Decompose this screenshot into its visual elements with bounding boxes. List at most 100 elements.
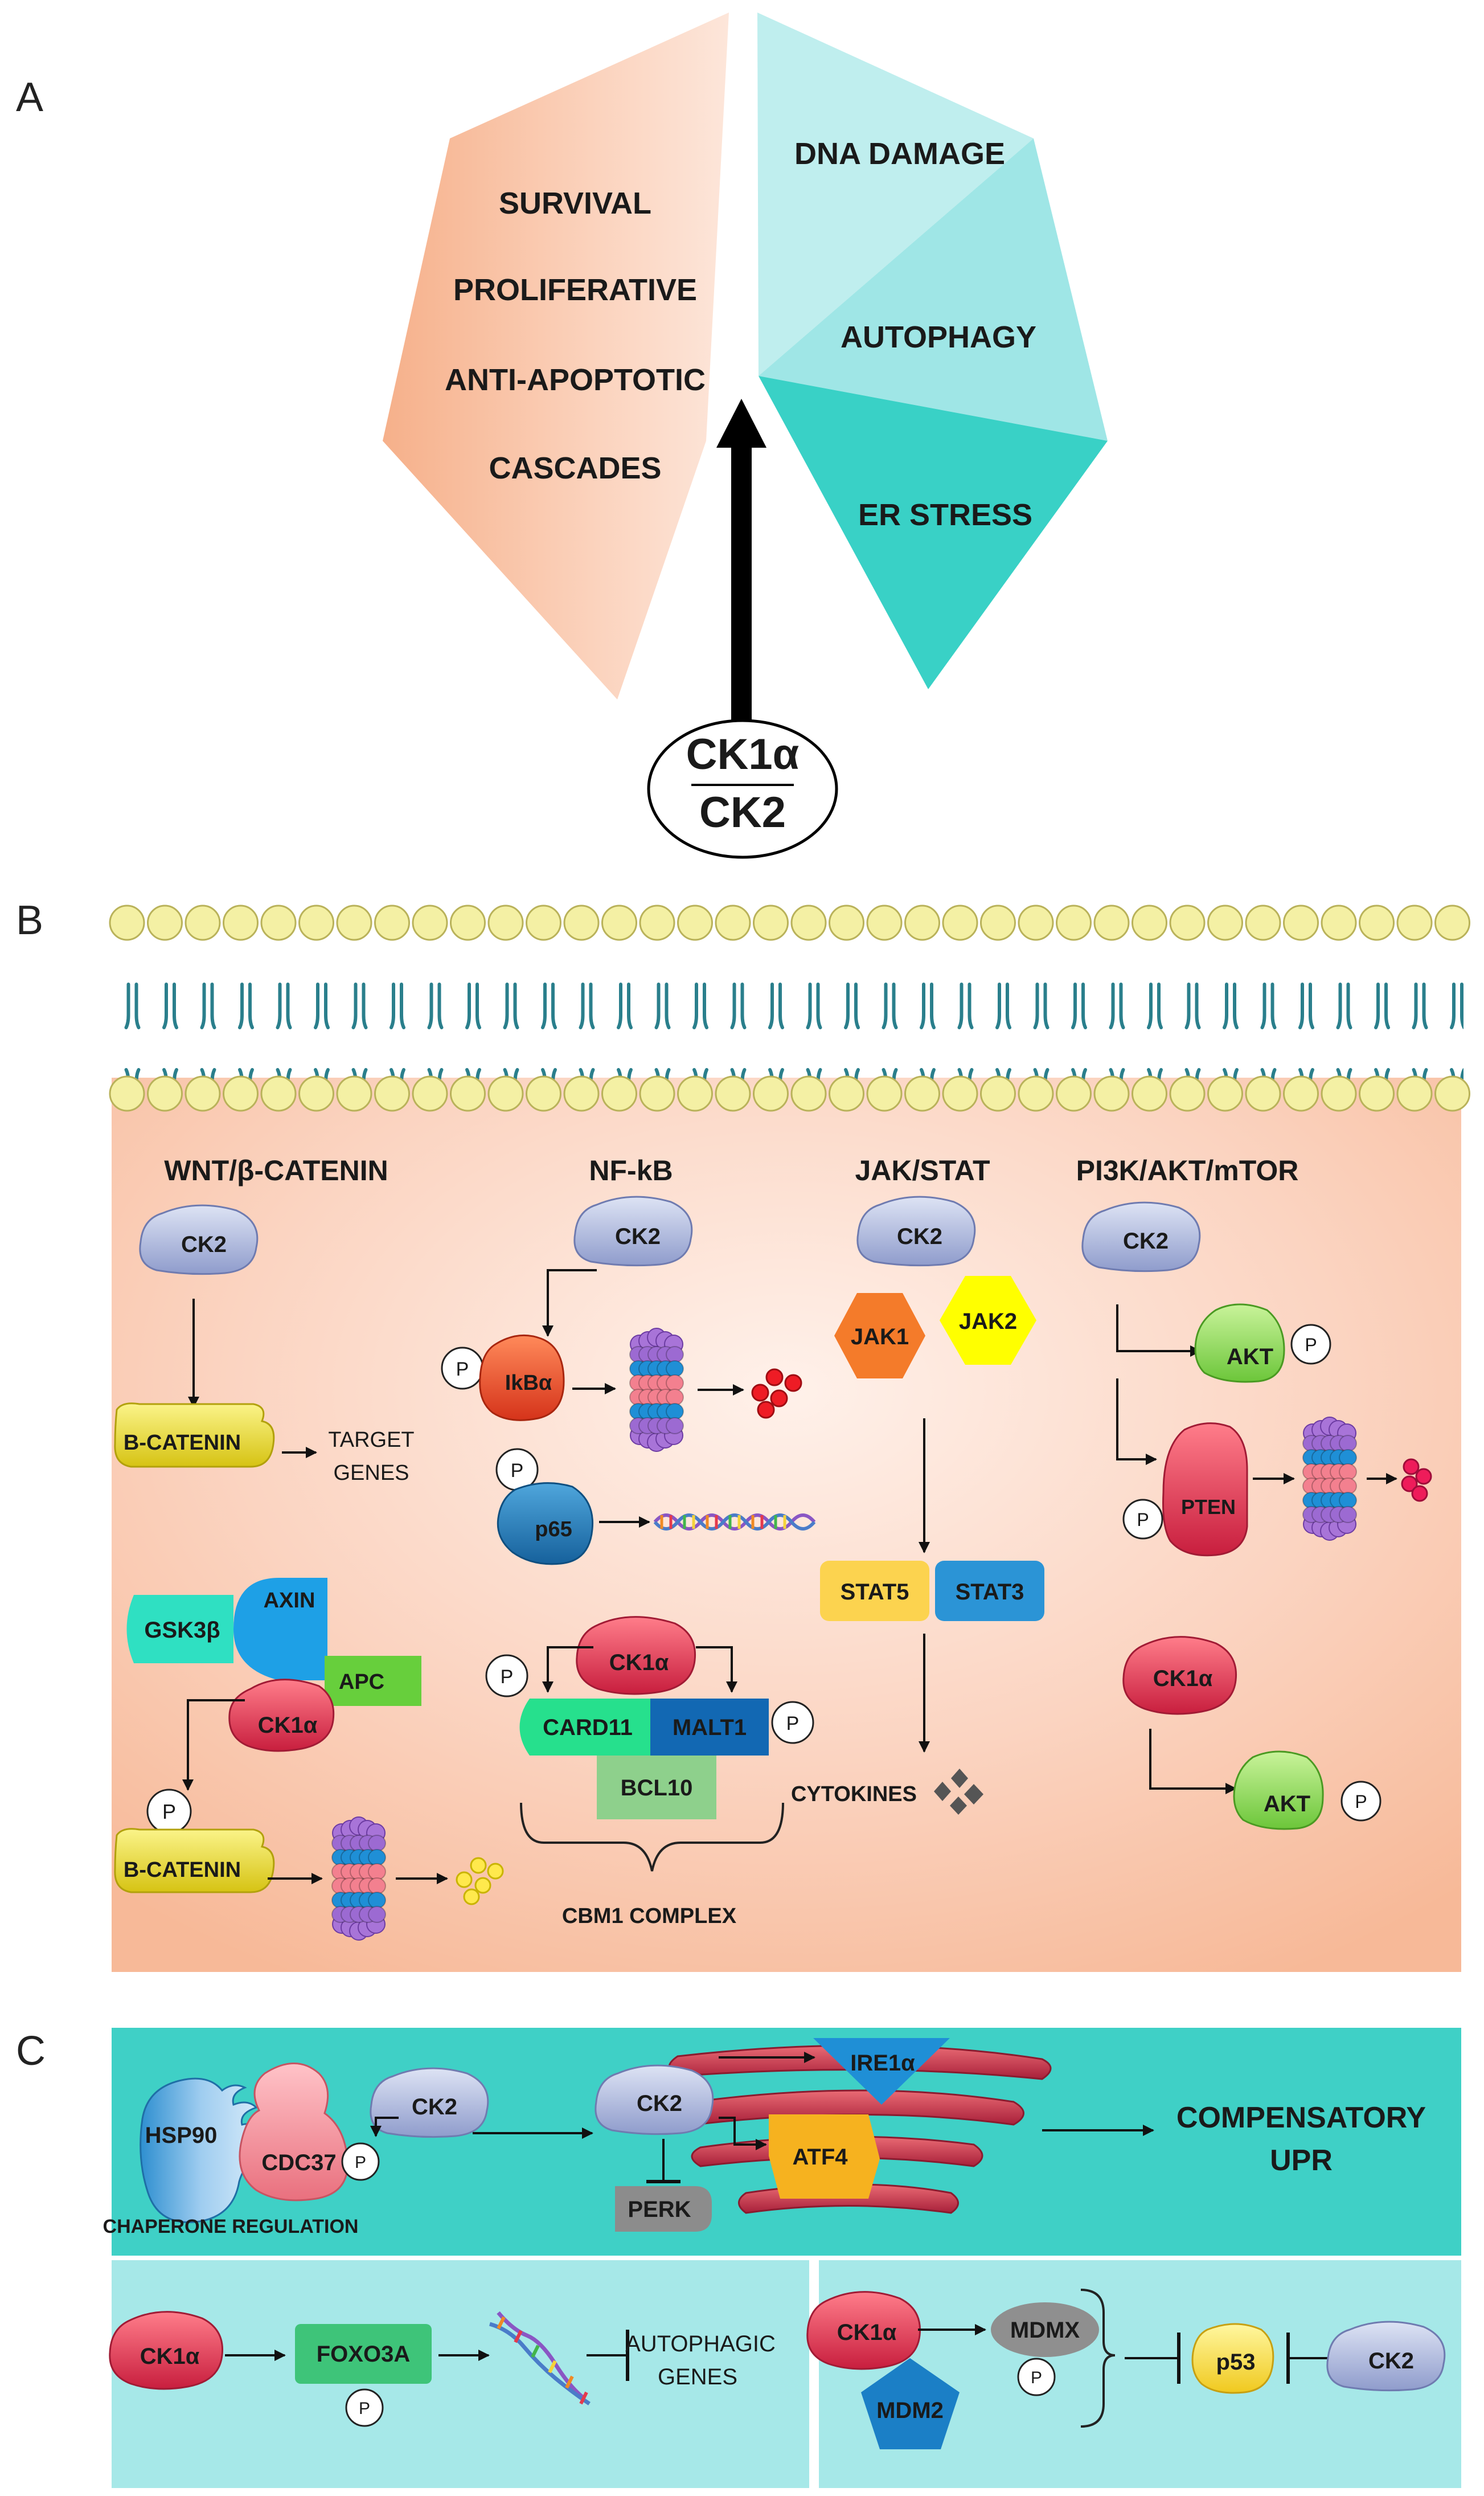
lipid-head — [336, 1075, 372, 1112]
ck2-label: CK2 — [181, 1232, 227, 1257]
ck1a-label: CK1α — [609, 1650, 669, 1675]
left-outcomes-shape — [383, 13, 729, 699]
lipid-head — [980, 905, 1016, 941]
ck1a-protein — [806, 2291, 921, 2370]
ck1a-label: CK1α — [1153, 1666, 1213, 1691]
pathway-title-nfkb: NF-kB — [589, 1155, 673, 1186]
arrow-ck1a-to-card11 — [542, 1646, 593, 1693]
lipid-head — [260, 905, 297, 941]
atf4-label: ATF4 — [792, 2145, 848, 2170]
p65-label: p65 — [535, 1517, 572, 1541]
apc-protein — [325, 1656, 421, 1706]
lipid-head — [1056, 1075, 1092, 1112]
arrow-ck2-to-atf4 — [719, 2117, 767, 2150]
outcome-survival: SURVIVAL — [499, 186, 651, 220]
perk-label: PERK — [628, 2197, 691, 2222]
arrow-complex-to-bcatenin — [182, 1699, 245, 1791]
lipid-head — [526, 1075, 561, 1112]
proteasome — [1302, 1417, 1357, 1541]
lipid-head — [1283, 1075, 1319, 1112]
perk-protein — [615, 2186, 712, 2232]
ck1a-protein — [109, 2311, 224, 2390]
phospho-label: P — [786, 1713, 800, 1734]
ire1a-label: IRE1α — [850, 2051, 915, 2076]
lipid-heads-outer — [109, 905, 1470, 941]
phospho-label: P — [1355, 1791, 1367, 1812]
lipid-head — [639, 1075, 675, 1112]
ck2-protein — [573, 1196, 693, 1267]
lipid-head — [526, 905, 561, 941]
lipid-head — [109, 905, 145, 941]
p53-protein — [1191, 2323, 1274, 2394]
phospho-badge — [1122, 1499, 1163, 1540]
ck1a-label: CK1α — [837, 2320, 897, 2345]
lipid-head — [601, 1075, 637, 1112]
autophagy-band — [112, 2260, 809, 2488]
lipid-head — [563, 905, 600, 941]
foxo3a-label: FOXO3A — [317, 2342, 410, 2367]
cytokine-diamonds — [934, 1769, 983, 1815]
degradation-fragments — [1401, 1458, 1432, 1502]
ck1a-protein — [228, 1679, 335, 1752]
jak1-label: JAK1 — [851, 1324, 909, 1349]
autophagic-genes-line1: AUTOPHAGIC — [625, 2331, 776, 2356]
lipid-head — [374, 905, 410, 941]
bcatenin-label: B-CATENIN — [124, 1431, 241, 1455]
cbm1-label: CBM1 COMPLEX — [562, 1904, 737, 1928]
phospho-label: P — [456, 1359, 469, 1380]
cytokines-label: CYTOKINES — [791, 1782, 917, 1806]
outcome-er-stress: ER STRESS — [858, 498, 1032, 532]
outcome-cascades: CASCADES — [489, 451, 661, 485]
phospho-badge — [771, 1701, 814, 1744]
lipid-head — [1359, 905, 1395, 941]
apc-label: APC — [339, 1670, 384, 1694]
phospho-label: P — [501, 1666, 514, 1688]
lipid-head — [1018, 905, 1054, 941]
bcatenin-protein-2 — [114, 1828, 275, 1893]
pten-protein — [1162, 1422, 1248, 1557]
lipid-head — [298, 1075, 334, 1112]
outcome-anti-apoptotic: ANTI-APOPTOTIC — [445, 363, 706, 397]
lipid-head — [109, 1075, 145, 1112]
ck2-protein — [139, 1204, 259, 1275]
mdmx-protein — [991, 2302, 1099, 2357]
kinase-oval — [647, 719, 838, 859]
phospho-badge — [345, 2388, 384, 2427]
lipid-head — [980, 1075, 1016, 1112]
lipid-head — [639, 905, 675, 941]
lipid-head — [1283, 905, 1319, 941]
panel-b-letter: B — [16, 898, 43, 943]
activation-arrow-head — [716, 399, 766, 448]
lipid-head — [1207, 905, 1243, 941]
kinase-bottom-label: CK2 — [699, 788, 786, 837]
arrow-ck1a-to-akt — [1149, 1729, 1237, 1794]
lipid-head — [1434, 1075, 1470, 1112]
pathway-title-pi3k: PI3K/AKT/mTOR — [1076, 1155, 1299, 1186]
lipid-head — [260, 1075, 297, 1112]
phospho-badge — [1017, 2358, 1056, 2396]
lipid-head — [790, 905, 827, 941]
atf4-protein — [769, 2114, 880, 2199]
lipid-head — [829, 905, 864, 941]
er-stress-shape — [759, 376, 1108, 689]
lipid-head — [147, 1075, 183, 1112]
panel-b: B WNT/β-CATENIN NF-kB JAK/STAT PI3K/AKT/… — [16, 898, 1470, 1972]
lipid-head — [450, 905, 486, 941]
proteasome — [629, 1328, 684, 1452]
malt1-label: MALT1 — [673, 1715, 747, 1740]
lipid-head — [374, 1075, 410, 1112]
ck2-protein — [1081, 1201, 1201, 1272]
lipid-head — [1132, 1075, 1167, 1112]
phospho-label: P — [1031, 2368, 1042, 2387]
lipid-head — [487, 905, 524, 941]
degradation-fragments — [456, 1857, 504, 1905]
phospho-label: P — [355, 2153, 366, 2172]
akt-label: AKT — [1227, 1344, 1273, 1369]
lipid-head — [336, 905, 372, 941]
arrow-ck1a-to-malt1 — [696, 1646, 737, 1693]
ck1a-protein — [576, 1616, 696, 1695]
ck1a-protein — [1122, 1636, 1237, 1715]
jak2-protein — [940, 1276, 1036, 1365]
dna-damage-shape — [757, 13, 1034, 376]
